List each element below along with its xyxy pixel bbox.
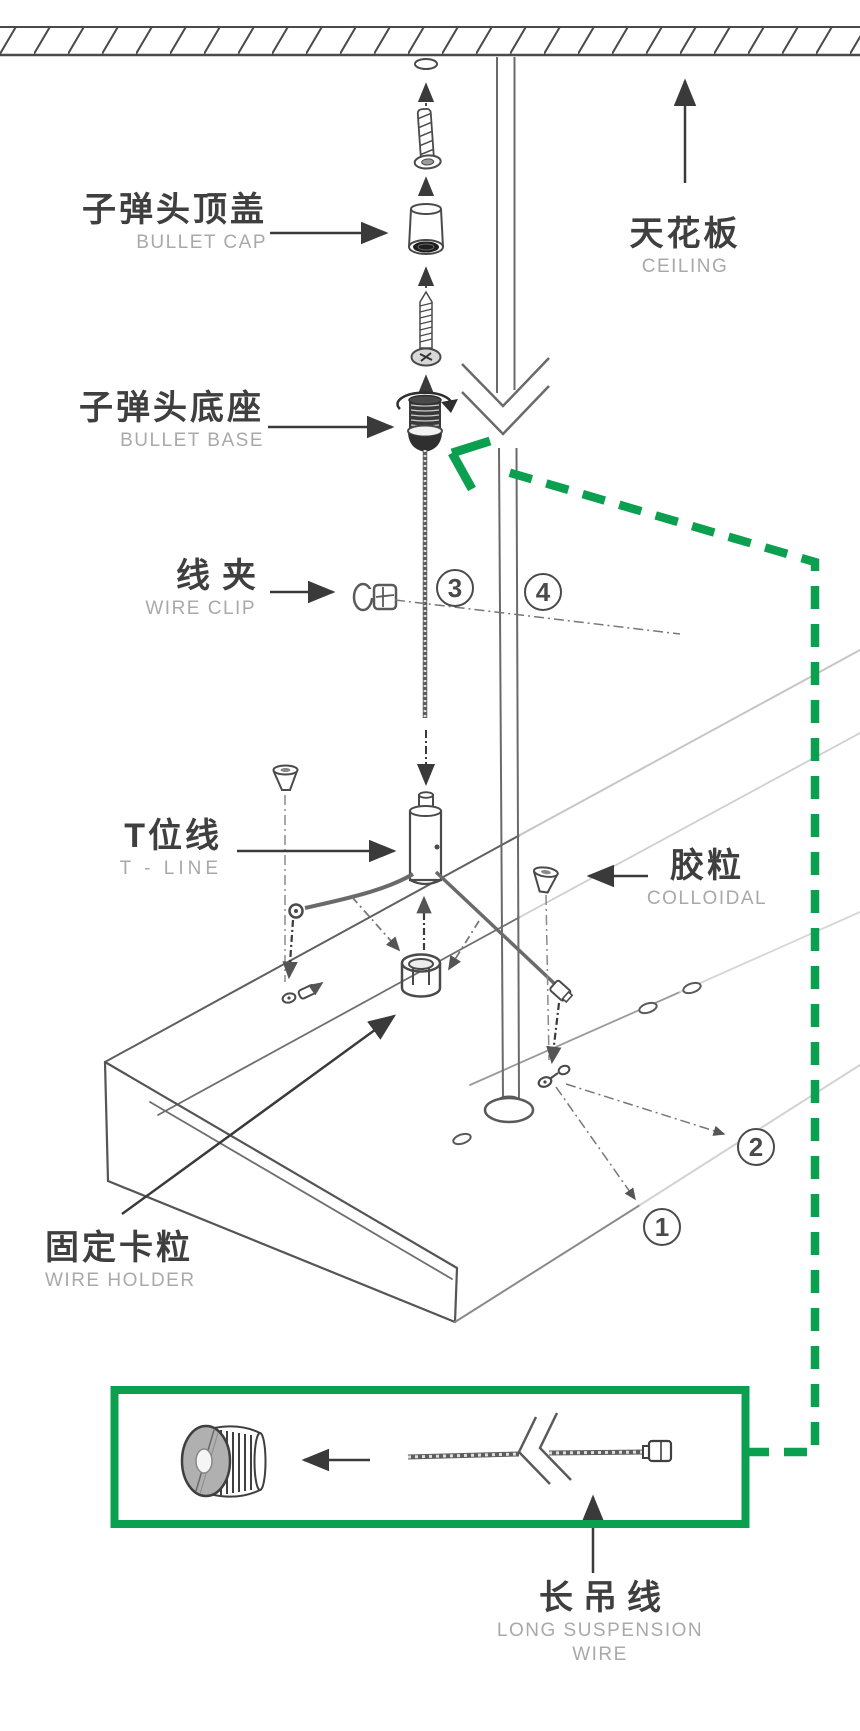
light-panel xyxy=(103,649,860,1324)
label-wire-holder-zh: 固定卡粒 xyxy=(45,1229,193,1267)
long-wire-part xyxy=(407,1412,673,1485)
step-marker-2: 2 xyxy=(737,1128,775,1166)
label-ceiling: 天花板 CEILING xyxy=(585,214,785,279)
label-wire-holder-en: WIRE HOLDER xyxy=(45,1269,196,1291)
label-long-wire-en-line1: LONG SUSPENSION xyxy=(496,1619,704,1641)
label-ceiling-en: CEILING xyxy=(641,255,729,277)
suspension-rod xyxy=(461,57,550,1124)
small-eyelet-parts-right xyxy=(537,1064,571,1088)
colloidal-part-left xyxy=(272,764,299,791)
label-bullet-cap: 子弹头顶盖 BULLET CAP xyxy=(82,190,267,255)
label-ceiling-zh: 天花板 xyxy=(629,215,741,253)
label-wire-holder: 固定卡粒 WIRE HOLDER xyxy=(45,1228,196,1293)
label-wire-clip-zh: 线夹 xyxy=(176,557,268,595)
t-line-part xyxy=(408,791,443,886)
label-wire-clip-en: WIRE CLIP xyxy=(145,597,256,619)
label-bullet-base-en: BULLET BASE xyxy=(120,429,264,451)
label-t-line-en: T - LINE xyxy=(119,857,222,879)
label-t-line: T位线 T - LINE xyxy=(120,816,222,881)
bullet-base-part xyxy=(407,394,443,452)
label-long-wire-zh: 长吊线 xyxy=(539,1579,671,1617)
label-long-wire-en-line2: WIRE xyxy=(572,1643,628,1665)
screw-part xyxy=(410,290,442,367)
rotation-arrow xyxy=(396,391,458,413)
label-bullet-base-zh: 子弹头底座 xyxy=(79,389,264,427)
bullet-cap-part xyxy=(408,203,444,255)
colloidal-part-right xyxy=(532,866,559,894)
green-detail-box xyxy=(110,1386,750,1528)
step-marker-3: 3 xyxy=(436,569,474,607)
label-colloidal-zh: 胶粒 xyxy=(670,847,744,885)
ceiling-hole xyxy=(414,58,438,70)
label-arrows xyxy=(121,78,697,1573)
guide-lines xyxy=(282,599,726,1201)
label-colloidal: 胶粒 COLLOIDAL xyxy=(632,846,782,911)
small-eyelet-parts-left xyxy=(281,981,324,1004)
label-t-line-zh: T位线 xyxy=(124,817,222,855)
label-bullet-base: 子弹头底座 BULLET BASE xyxy=(79,388,264,453)
ceiling-hatch-band xyxy=(0,26,860,57)
t-line-wires xyxy=(288,870,574,1004)
label-colloidal-en: COLLOIDAL xyxy=(646,887,768,909)
label-long-suspension-wire: 长吊线 LONG SUSPENSION WIRE xyxy=(460,1578,740,1666)
wall-anchor-part xyxy=(413,107,442,170)
label-bullet-cap-zh: 子弹头顶盖 xyxy=(82,191,267,229)
step-marker-1: 1 xyxy=(643,1208,681,1246)
wire-holder-part xyxy=(400,953,442,998)
step-marker-4: 4 xyxy=(524,573,562,611)
label-wire-clip: 线夹 WIRE CLIP xyxy=(145,556,256,621)
wire-reel-part xyxy=(180,1424,267,1498)
green-callout xyxy=(110,436,820,1528)
label-bullet-cap-en: BULLET CAP xyxy=(136,231,267,253)
wire-clip-part xyxy=(352,582,398,612)
